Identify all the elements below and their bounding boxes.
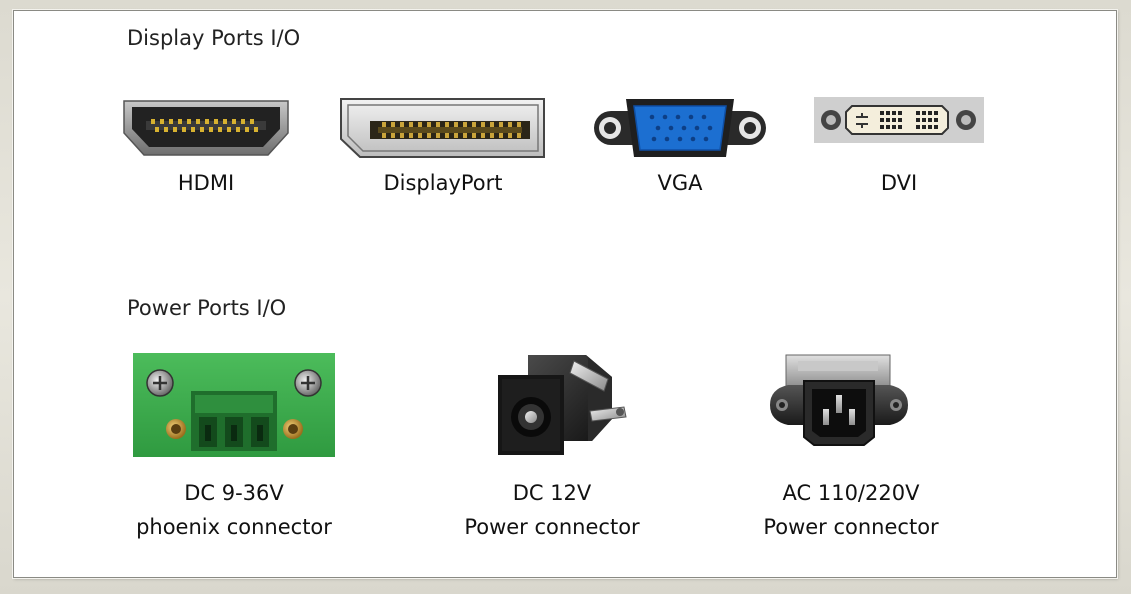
dvi-port-icon: [814, 97, 984, 143]
displayport-label: DisplayPort: [383, 171, 503, 195]
dc-barrel-jack-label-line2: Power connector: [464, 515, 640, 539]
dc-barrel-jack-icon: [498, 355, 627, 455]
phoenix-connector-icon: [133, 353, 335, 457]
phoenix-connector-label-line1: DC 9-36V: [184, 481, 284, 505]
iec-ac-inlet-label-line2: Power connector: [763, 515, 939, 539]
hdmi-port-icon: [123, 100, 289, 156]
figure-panel: Display Ports I/O: [13, 10, 1117, 578]
vga-port-icon: [594, 99, 766, 157]
displayport-port-icon: [340, 98, 545, 158]
hdmi-label: HDMI: [177, 171, 235, 195]
phoenix-connector-label-line2: phoenix connector: [136, 515, 332, 539]
dvi-label: DVI: [880, 171, 918, 195]
power-section-heading: Power Ports I/O: [127, 296, 287, 320]
iec-ac-inlet-label-line1: AC 110/220V: [782, 481, 920, 505]
dc-barrel-jack-label-line1: DC 12V: [512, 481, 592, 505]
vga-label: VGA: [657, 171, 703, 195]
display-section-heading: Display Ports I/O: [127, 26, 301, 50]
iec-ac-inlet-icon: [770, 354, 908, 446]
